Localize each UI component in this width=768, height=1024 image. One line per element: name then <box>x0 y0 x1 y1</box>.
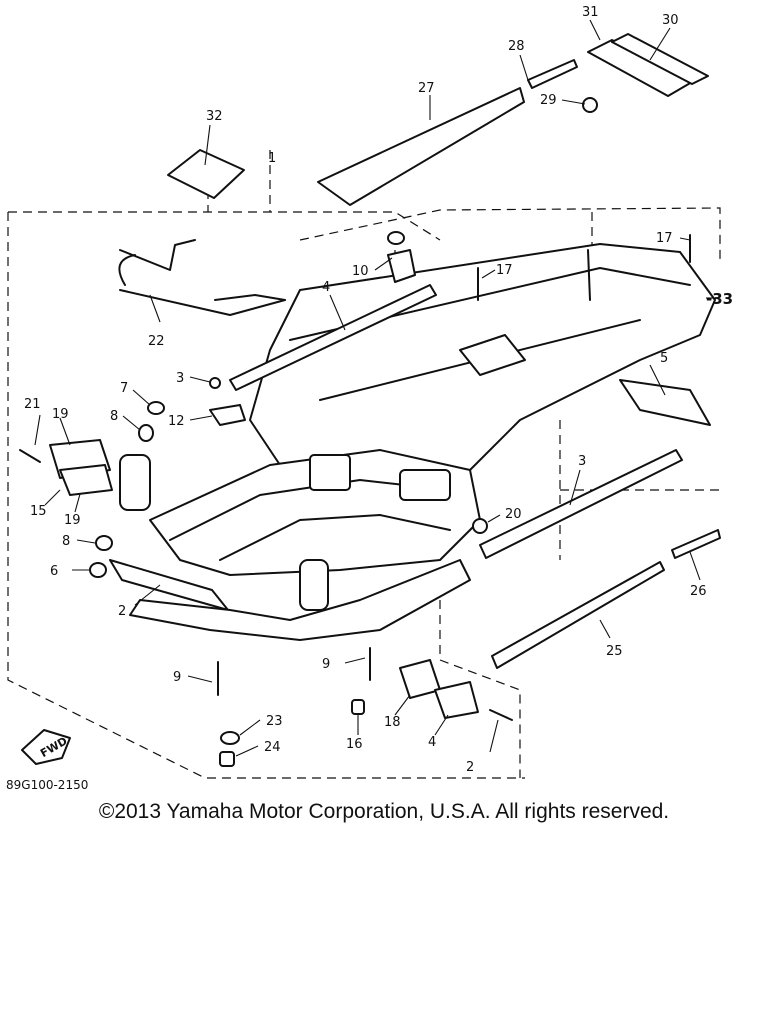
callout-12: 12 <box>168 414 185 429</box>
callout-8: 8 <box>62 534 70 549</box>
part-10-top <box>387 231 405 245</box>
part-5-rail <box>619 379 711 426</box>
callout-33: -33 <box>706 290 733 308</box>
callout-16: 16 <box>346 737 363 752</box>
part-7-bush <box>147 401 165 415</box>
callout-29: 29 <box>540 93 557 108</box>
tunnel-bracket <box>459 334 526 376</box>
callout-23: 23 <box>266 714 283 729</box>
copyright-notice: ©2013 Yamaha Motor Corporation, U.S.A. A… <box>98 800 670 823</box>
part-6-bush <box>89 562 107 578</box>
part-18-plate <box>399 659 441 699</box>
callout-2: 2 <box>466 760 474 775</box>
callout-2: 2 <box>118 604 126 619</box>
callout-7: 7 <box>120 381 128 396</box>
callout-9: 9 <box>322 657 330 672</box>
callout-10: 10 <box>352 264 369 279</box>
strut-left <box>119 454 151 511</box>
leader-lines <box>34 19 716 757</box>
strut-right <box>299 559 329 611</box>
callout-32: 32 <box>206 109 223 124</box>
front-frame <box>119 449 481 641</box>
part-2-bolt <box>489 709 513 721</box>
callout-19: 19 <box>52 407 69 422</box>
callout-15: 15 <box>30 504 47 519</box>
callout-3: 3 <box>578 454 586 469</box>
part-20-cap <box>472 518 488 534</box>
parts-diagram: 1 2 2 3 3 4 4 5 6 7 8 8 9 9 10 12 15 16 … <box>6 5 733 792</box>
callout-28: 28 <box>508 39 525 54</box>
callout-21: 21 <box>24 397 41 412</box>
part-16-nut <box>351 699 365 715</box>
callout-4: 4 <box>322 280 330 295</box>
callout-6: 6 <box>50 564 58 579</box>
callout-22: 22 <box>148 334 165 349</box>
callout-8: 8 <box>110 409 118 424</box>
part-3-nut <box>209 377 221 389</box>
part-21-bolt <box>19 449 41 463</box>
callouts: 1 2 2 3 3 4 4 5 6 7 8 8 9 9 10 12 15 16 … <box>24 5 733 775</box>
callout-17: 17 <box>496 263 513 278</box>
part-8-bush <box>138 424 154 442</box>
callout-30: 30 <box>662 13 679 28</box>
part-30-sheet <box>611 33 709 85</box>
callout-26: 26 <box>690 584 707 599</box>
fwd-arrow-icon: FWD <box>21 729 71 765</box>
part-27-strip <box>317 87 525 206</box>
part-4-rail <box>229 284 437 391</box>
lower-pan <box>129 559 471 641</box>
callout-20: 20 <box>505 507 522 522</box>
part-15-gasket <box>59 464 113 496</box>
callout-19: 19 <box>64 513 81 528</box>
drawing-code: 89G100-2150 <box>6 778 88 792</box>
part-12-bracket <box>209 404 246 426</box>
callout-5: 5 <box>660 351 668 366</box>
frame-exploded-view: 1 2 2 3 3 4 4 5 6 7 8 8 9 9 10 12 15 16 … <box>6 5 733 792</box>
callout-31: 31 <box>582 5 599 20</box>
hardware <box>19 231 691 767</box>
callout-9: 9 <box>173 670 181 685</box>
part-28-strip <box>527 59 578 89</box>
bottom-runners <box>491 529 721 669</box>
callout-3: 3 <box>176 371 184 386</box>
callout-24: 24 <box>264 740 281 755</box>
part-22-handle <box>118 239 286 316</box>
part-3-rail <box>479 449 683 559</box>
callout-25: 25 <box>606 644 623 659</box>
part-10-mount <box>387 249 416 283</box>
callout-18: 18 <box>384 715 401 730</box>
part-14-plate <box>434 681 479 719</box>
callout-1: 1 <box>268 151 276 166</box>
side-rails <box>109 284 711 611</box>
part-29-cap <box>582 97 598 113</box>
part-25-runner <box>491 561 665 669</box>
callout-27: 27 <box>418 81 435 96</box>
part-24-nut <box>219 751 235 767</box>
part-8-bush-b <box>95 535 113 551</box>
part-32-sheet <box>167 149 245 199</box>
top-trim-parts <box>167 33 709 206</box>
part-26-runner <box>671 529 721 559</box>
part-23-washer <box>220 731 240 745</box>
callout-4: 4 <box>428 735 436 750</box>
callout-17: 17 <box>656 231 673 246</box>
